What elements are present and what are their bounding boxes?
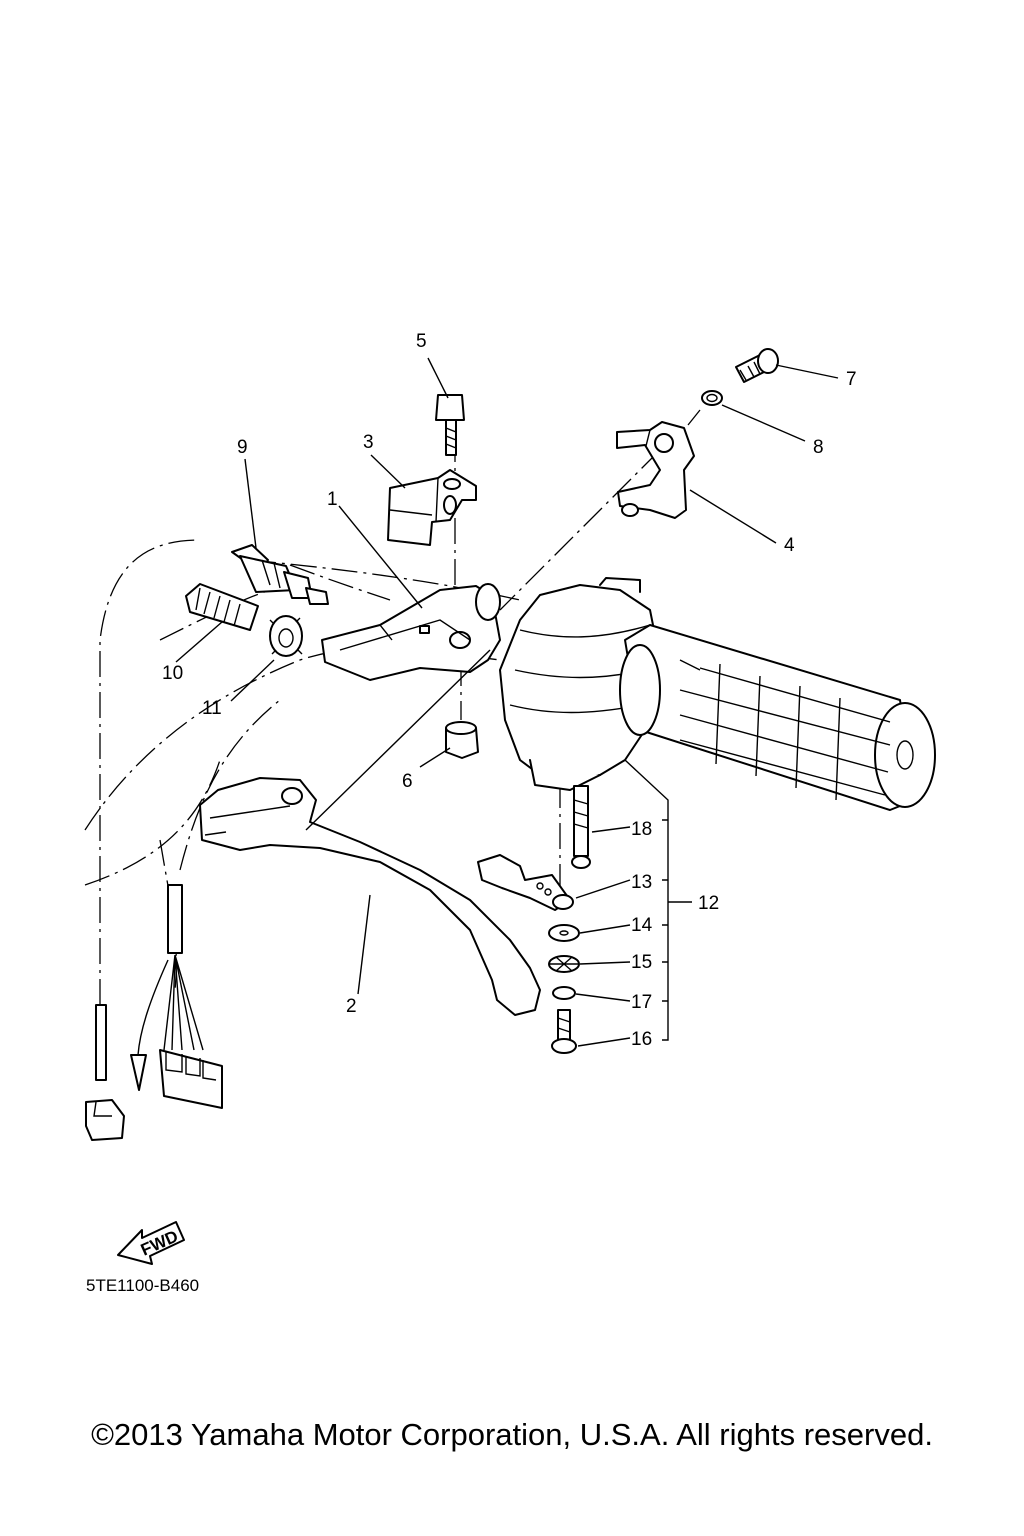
part-11-locknut bbox=[269, 615, 303, 657]
callout-7: 7 bbox=[846, 369, 857, 390]
callout-15: 15 bbox=[631, 952, 652, 973]
callouts: 1 2 3 4 5 6 7 8 9 10 11 12 13 14 15 16 1… bbox=[162, 331, 857, 1050]
part-1-bracket bbox=[321, 583, 501, 681]
callout-1: 1 bbox=[327, 489, 338, 510]
leader-lines bbox=[175, 357, 839, 1047]
callout-2: 2 bbox=[346, 996, 357, 1017]
part-3-clamp bbox=[387, 469, 477, 546]
callout-10: 10 bbox=[162, 663, 183, 684]
callout-3: 3 bbox=[363, 432, 374, 453]
wiring-harness bbox=[85, 884, 223, 1141]
callout-11: 11 bbox=[202, 698, 222, 719]
part-8-washer bbox=[701, 390, 723, 406]
grip bbox=[619, 624, 936, 811]
part-16-screw bbox=[551, 1009, 577, 1054]
callout-17: 17 bbox=[631, 992, 652, 1013]
part-14-washer bbox=[548, 924, 580, 942]
callout-9: 9 bbox=[237, 437, 248, 458]
callout-16: 16 bbox=[631, 1029, 652, 1050]
part-9-adjuster bbox=[231, 544, 329, 605]
part-10-sleeve bbox=[185, 583, 259, 631]
part-17-washer bbox=[552, 986, 576, 1000]
part-7-screw bbox=[735, 348, 779, 383]
callout-12: 12 bbox=[698, 893, 719, 914]
part-6-nut bbox=[445, 721, 479, 759]
callout-18: 18 bbox=[631, 819, 652, 840]
part-4-holder bbox=[616, 421, 695, 519]
callout-13: 13 bbox=[631, 872, 652, 893]
part-5-bolt bbox=[435, 394, 465, 456]
callout-6: 6 bbox=[402, 771, 413, 792]
copyright-notice: ©2013 Yamaha Motor Corporation, U.S.A. A… bbox=[91, 1417, 933, 1452]
part-2-lever bbox=[199, 777, 541, 1016]
part-18-screw bbox=[571, 785, 591, 869]
part-13-plate bbox=[477, 854, 574, 911]
drawing-code: 5TE1100-B460 bbox=[86, 1276, 200, 1295]
callout-14: 14 bbox=[631, 915, 653, 936]
callout-4: 4 bbox=[784, 535, 795, 556]
callout-5: 5 bbox=[416, 331, 427, 352]
part-15-washer bbox=[548, 955, 580, 973]
callout-8: 8 bbox=[813, 437, 824, 458]
switch-housing bbox=[499, 577, 659, 791]
forward-arrow-icon: FWD bbox=[117, 1221, 185, 1265]
